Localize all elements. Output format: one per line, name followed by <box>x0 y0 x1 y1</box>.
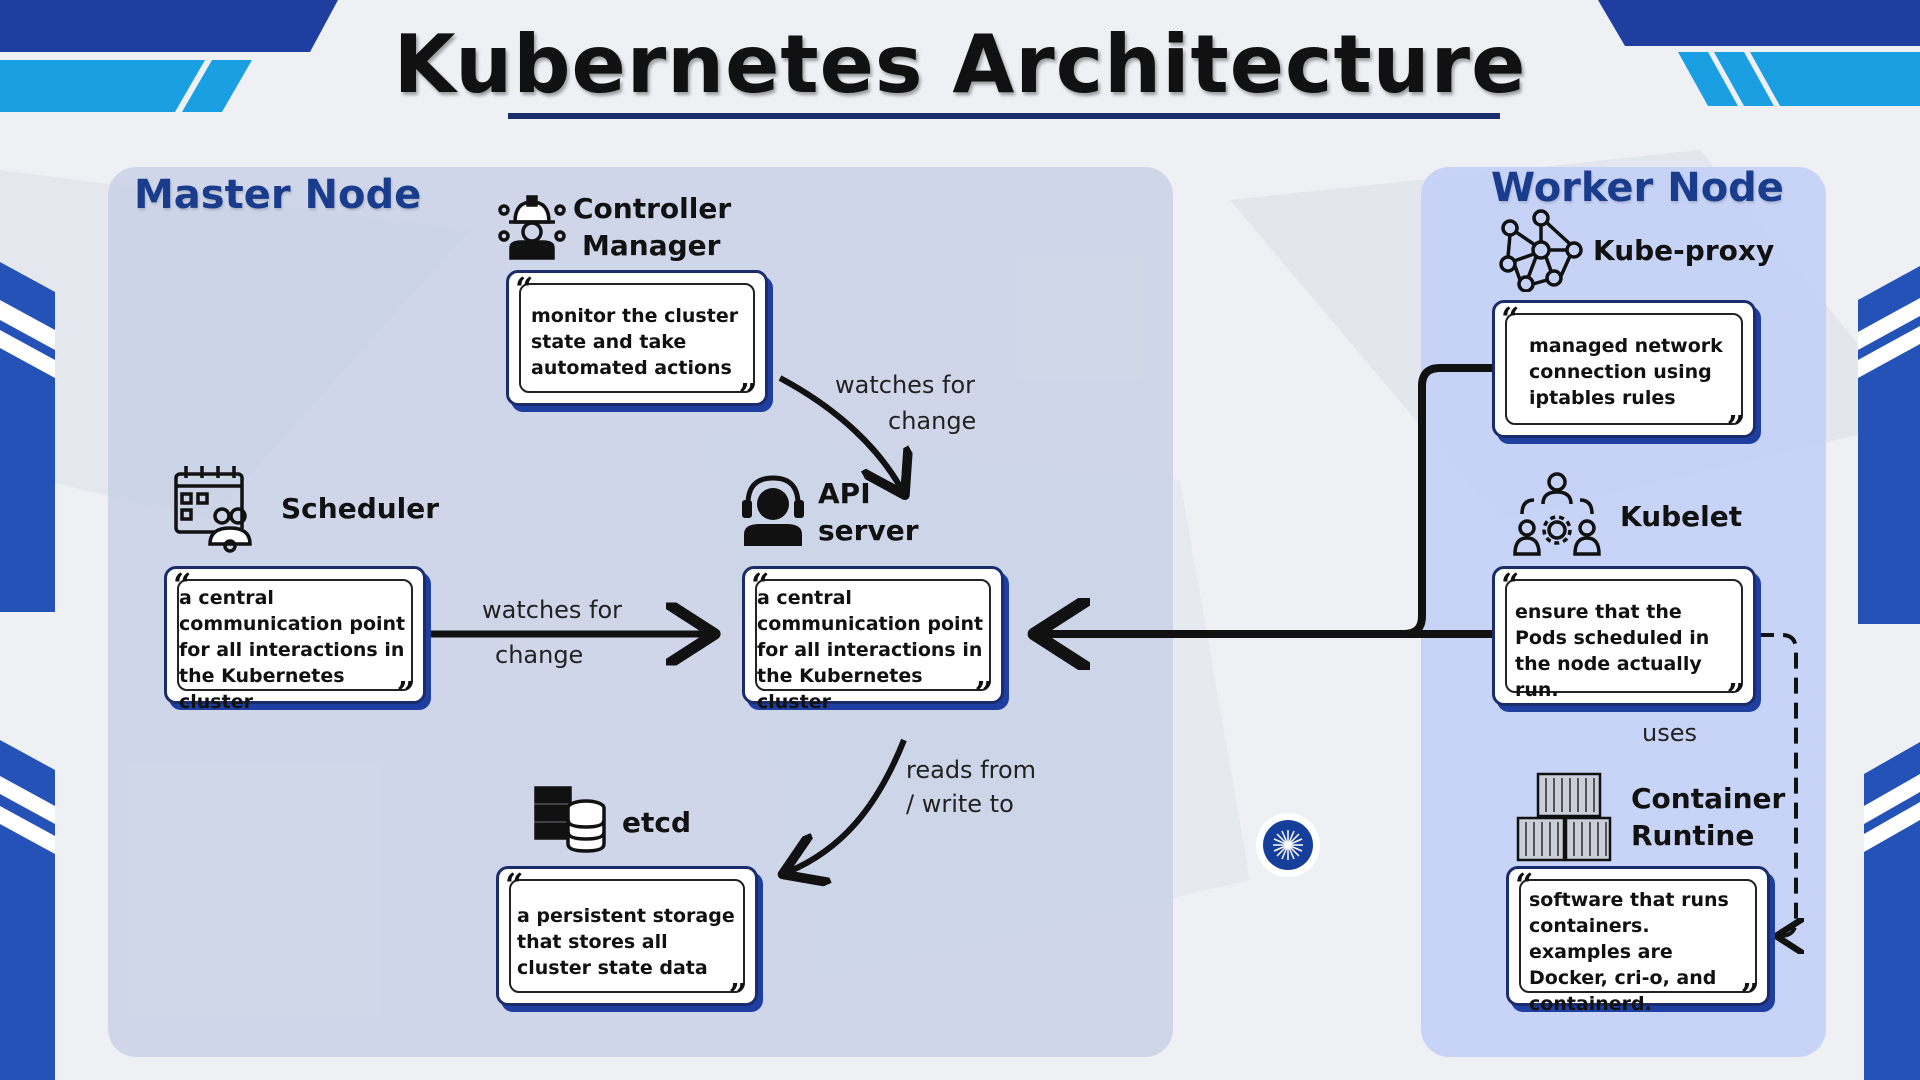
controller-manager-label-1: Controller <box>573 192 732 225</box>
api-server-label-2: server <box>818 514 919 547</box>
container-runtime-card: “” software that runs containers. exampl… <box>1506 866 1770 1015</box>
worker-node-title: Worker Node <box>1491 165 1784 211</box>
database-server-icon <box>532 784 608 858</box>
api-server-label-1: API <box>818 477 871 510</box>
controller-manager-label-2: Manager <box>582 229 721 262</box>
arrow-api-to-etcd <box>788 738 907 872</box>
network-nodes-icon <box>1498 208 1584 296</box>
container-runtime-label-2: Runtine <box>1631 819 1755 852</box>
page-title: Kubernetes Architecture <box>393 18 1527 111</box>
calendar-team-icon <box>172 462 264 558</box>
edge-label-etcd-rw-2: / write to <box>906 790 1014 818</box>
master-node-title: Master Node <box>134 172 422 218</box>
container-runtime-label-1: Container <box>1631 782 1786 815</box>
kubelet-label: Kubelet <box>1620 500 1743 533</box>
controller-manager-card: “” monitor the cluster state and take au… <box>506 270 768 411</box>
etcd-card: “” a persistent storage that stores all … <box>496 866 758 1011</box>
etcd-label: etcd <box>622 806 692 839</box>
shipping-containers-icon <box>1516 770 1612 868</box>
scheduler-card: “” a central communication point for all… <box>164 566 426 713</box>
arrow-kubelet-to-runtime <box>1758 633 1796 936</box>
edge-label-scheduler-watch-2: change <box>495 641 584 669</box>
title-underline <box>508 113 1500 119</box>
etcd-description: a persistent storage that stores all clu… <box>517 905 735 979</box>
kubelet-card: “” ensure that the Pods scheduled in the… <box>1492 566 1756 711</box>
engineer-gears-icon <box>497 192 567 266</box>
api-server-card: “” a central communication point for all… <box>742 566 1004 713</box>
team-gear-icon <box>1512 470 1602 560</box>
controller-manager-description: monitor the cluster state and take autom… <box>531 305 739 379</box>
starburst-badge-icon <box>1256 813 1320 877</box>
edge-label-scheduler-watch-1: watches for <box>482 596 623 624</box>
kubelet-description: ensure that the Pods scheduled in the no… <box>1515 601 1710 701</box>
arrow-controller-to-api <box>778 375 902 490</box>
api-server-description: a central communication point for all in… <box>757 587 984 713</box>
scheduler-label: Scheduler <box>281 492 440 525</box>
kube-proxy-description: managed network connection using iptable… <box>1529 335 1723 409</box>
edge-label-etcd-rw-1: reads from <box>906 756 1037 784</box>
edge-label-controller-watch-2: change <box>888 407 977 435</box>
edge-label-controller-watch-1: watches for <box>835 371 976 399</box>
edge-label-uses: uses <box>1642 719 1697 747</box>
kube-proxy-card: “” managed network connection using ipta… <box>1492 300 1756 443</box>
scheduler-description: a central communication point for all in… <box>179 587 406 713</box>
kube-proxy-label: Kube-proxy <box>1593 234 1775 267</box>
line-kubeproxy-to-bus <box>1403 364 1492 638</box>
container-runtime-description: software that runs containers. examples … <box>1529 889 1729 1015</box>
headset-support-icon <box>738 470 808 550</box>
